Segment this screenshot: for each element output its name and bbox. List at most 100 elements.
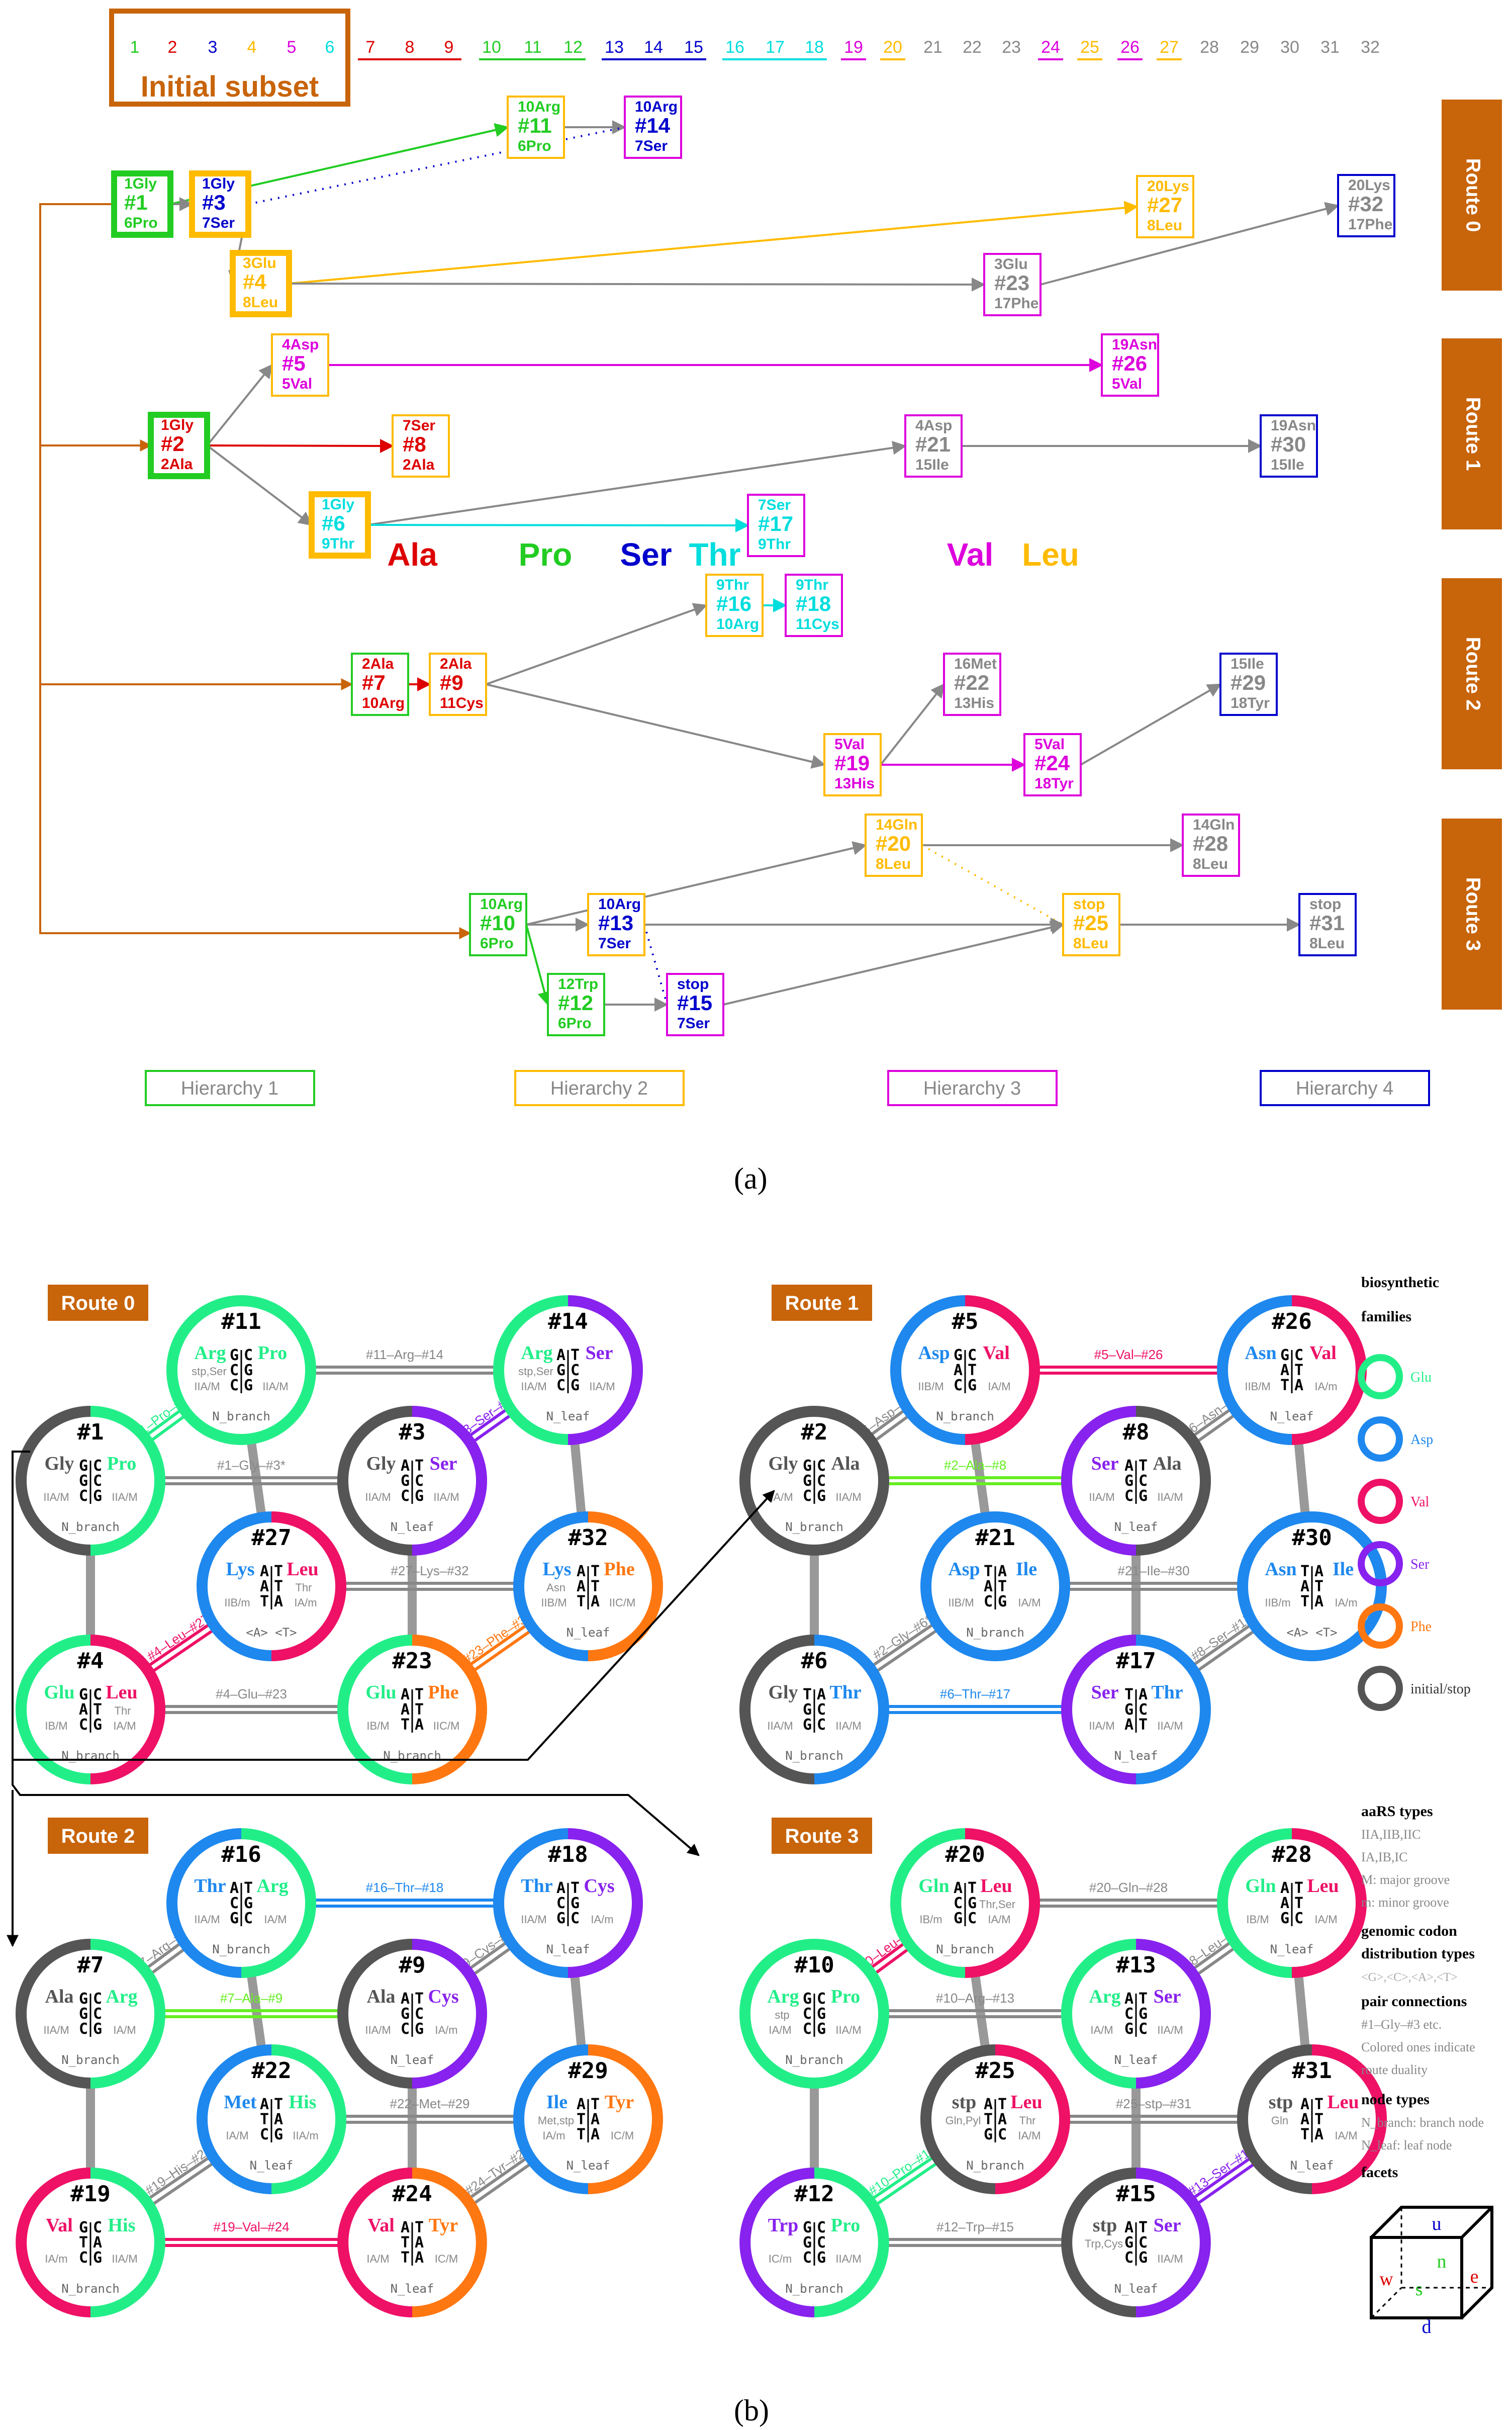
node-number: #20 bbox=[876, 832, 911, 855]
pair-edge-label: #6–Thr–#17 bbox=[940, 1686, 1010, 1701]
codon-base: G bbox=[803, 1457, 812, 1475]
codon-base: C bbox=[803, 2005, 812, 2023]
route-edge bbox=[289, 277, 986, 292]
legend-family-swatch bbox=[1358, 1479, 1403, 1524]
node-aars-right: IIA/M bbox=[835, 2024, 861, 2036]
codon-base: T bbox=[1139, 1457, 1148, 1475]
codon-base: A bbox=[998, 2111, 1007, 2128]
legend-family-label: Val bbox=[1410, 1494, 1430, 1510]
route-edge bbox=[880, 683, 945, 766]
node-left-aa: Ile bbox=[546, 2092, 568, 2113]
node-type: N_branch bbox=[966, 2158, 1024, 2173]
node-ring-right bbox=[1136, 1635, 1211, 1784]
node-aars-right: IIA/M bbox=[262, 1380, 288, 1393]
node-aars-right: IIA/M bbox=[1157, 1720, 1183, 1732]
node-ring-left bbox=[1061, 2168, 1137, 2317]
node-id: #19 bbox=[70, 2181, 110, 2207]
codon-base: T bbox=[984, 1563, 993, 1580]
codon-base: G bbox=[79, 1990, 88, 2008]
node-left-aa: Met bbox=[224, 2092, 257, 2113]
node-bottom-label: 9Thr bbox=[322, 535, 354, 552]
node-id: #4 bbox=[77, 1648, 104, 1674]
node-id: #28 bbox=[1272, 1842, 1311, 1867]
node-aars-left: IIA/M bbox=[767, 1720, 793, 1732]
node-box bbox=[1219, 653, 1278, 716]
node-number: #6 bbox=[322, 511, 345, 535]
node-ring-right bbox=[568, 1295, 643, 1445]
node-id: #31 bbox=[1292, 2058, 1332, 2084]
codon-base: T bbox=[577, 2111, 586, 2128]
node-aars-left: IIA/M bbox=[521, 1913, 546, 1926]
node-id: #18 bbox=[548, 1842, 588, 1867]
codon-base: C bbox=[817, 1457, 826, 1475]
node-type: N_branch bbox=[966, 1626, 1024, 1640]
codon-base: G bbox=[817, 1487, 826, 1505]
node-right-aa: Val bbox=[983, 1342, 1010, 1364]
node-aars-right: IA/M bbox=[1335, 2129, 1357, 2142]
node-aars-right: IIA/M bbox=[835, 1491, 861, 1503]
codon-base: G bbox=[1280, 1346, 1289, 1364]
node-aars-right: IIA/m bbox=[293, 2129, 318, 2142]
node-ring-left bbox=[1237, 2044, 1312, 2194]
codon-base: C bbox=[984, 1593, 993, 1610]
codon-base: C bbox=[803, 1487, 812, 1505]
node-top-label: 7Ser bbox=[758, 497, 791, 513]
pair-edge bbox=[147, 1412, 188, 1444]
node-right-aa: Pro bbox=[107, 1453, 136, 1474]
node-right-aa: Pro bbox=[831, 1986, 860, 2007]
node-left-aa: Ser bbox=[1091, 1453, 1119, 1474]
top-number-24: 24 bbox=[1041, 38, 1060, 57]
pair-edge bbox=[465, 1406, 511, 1439]
top-number-11: 11 bbox=[524, 38, 541, 57]
top-number-32: 32 bbox=[1361, 38, 1380, 57]
node-right-aa: Pro bbox=[831, 2215, 860, 2236]
node-aars-left: IB/M bbox=[1246, 1913, 1269, 1926]
legend-family-swatch bbox=[1358, 1666, 1403, 1711]
node-number: #27 bbox=[1147, 193, 1182, 217]
node-id: #7 bbox=[77, 1952, 104, 1978]
node-ring-left bbox=[920, 1511, 996, 1661]
top-number-21: 21 bbox=[923, 38, 942, 57]
node-ring-left bbox=[493, 1828, 569, 1978]
hierarchy-box bbox=[1260, 1070, 1430, 1106]
node-aars-right: IIA/M bbox=[1157, 1491, 1183, 1503]
node-id: #30 bbox=[1292, 1525, 1332, 1551]
node-box bbox=[587, 893, 645, 956]
node-type: N_leaf bbox=[1290, 2158, 1334, 2173]
node-right-aa: Leu bbox=[287, 1559, 318, 1580]
node-ring-left bbox=[1061, 1406, 1137, 1556]
node-ring-right bbox=[1136, 2168, 1211, 2317]
node-id: #14 bbox=[548, 1309, 588, 1334]
node-top-label: 1Gly bbox=[202, 175, 235, 192]
codon-base: C bbox=[79, 2249, 88, 2267]
codon-base: A bbox=[1124, 1716, 1133, 1734]
codon-base: C bbox=[93, 1990, 102, 2008]
pair-edge bbox=[867, 1940, 908, 1971]
legend-title: families bbox=[1361, 1308, 1411, 1325]
top-number-1: 1 bbox=[130, 38, 140, 57]
node-id: #3 bbox=[399, 1419, 426, 1445]
node-aars-right: IIA/M bbox=[835, 2253, 861, 2265]
node-left-aa: stp bbox=[952, 2092, 977, 2113]
node-number: #1 bbox=[124, 191, 148, 214]
codon-base: C bbox=[556, 1895, 565, 1912]
node-left-aa: Val bbox=[367, 2215, 395, 2236]
node-left-aa: Ala bbox=[367, 1986, 396, 2007]
codon-base: G bbox=[954, 1910, 963, 1927]
codon-base: C bbox=[401, 1487, 410, 1505]
pair-edge-label: #12–Trp–#15 bbox=[936, 2219, 1014, 2234]
pair-edge bbox=[145, 2154, 213, 2202]
codon-base: T bbox=[1139, 1990, 1148, 2008]
node-type: N_leaf bbox=[250, 2158, 294, 2173]
node-box bbox=[1298, 893, 1357, 956]
node-box bbox=[1337, 174, 1395, 237]
pair-edge bbox=[1194, 1628, 1258, 1674]
